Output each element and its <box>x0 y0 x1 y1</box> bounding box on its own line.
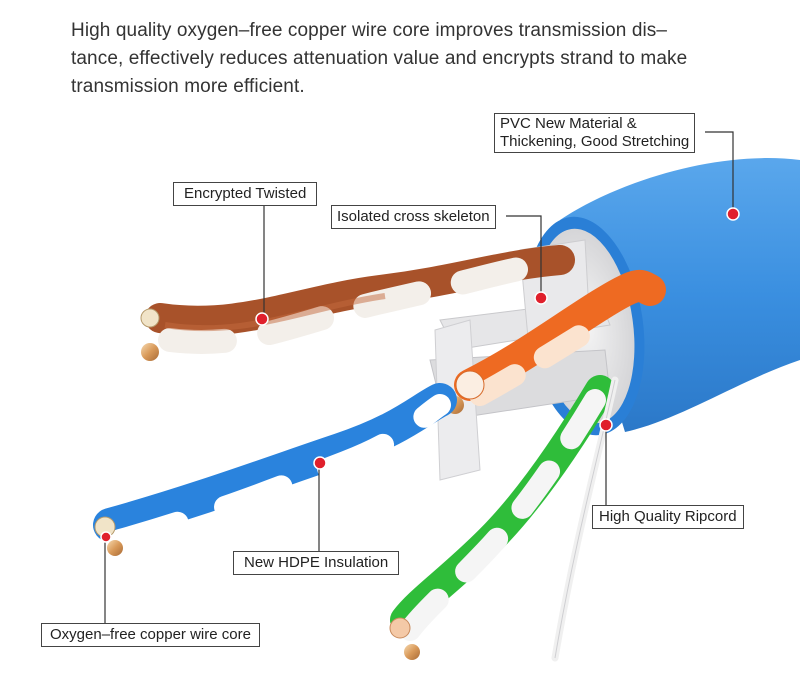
callout-pvc: PVC New Material & Thickening, Good Stre… <box>494 113 696 153</box>
green-twisted-pair <box>389 375 615 660</box>
blue-twisted-pair <box>93 383 457 556</box>
markers <box>100 207 740 543</box>
red-dot-marker-icon <box>100 531 112 543</box>
red-dot-marker-icon <box>599 418 613 432</box>
intro-line-1: High quality oxygen–free copper wire cor… <box>71 20 668 41</box>
callout-encrypted-twisted: Encrypted Twisted <box>173 182 318 206</box>
red-dot-marker-icon <box>726 207 740 221</box>
intro-text: High quality oxygen–free copper wire cor… <box>71 17 731 101</box>
callout-copper-core: Oxygen–free copper wire core <box>41 623 260 647</box>
ripcord-outline <box>554 379 616 659</box>
intro-line-2: tance, effectively reduces attenuation v… <box>71 48 688 69</box>
callout-isolated-skeleton: Isolated cross skeleton <box>331 205 496 229</box>
callout-pvc-line-1: PVC New Material & <box>500 115 637 132</box>
intro-line-3: transmission more efficient. <box>71 76 305 97</box>
callout-pvc-line-2: Thickening, Good Stretching <box>500 133 690 150</box>
callout-encrypted-label: Encrypted Twisted <box>184 185 307 202</box>
callout-hdpe-label: New HDPE Insulation <box>244 554 389 571</box>
callout-hdpe: New HDPE Insulation <box>233 551 400 575</box>
callout-ripcord-label: High Quality Ripcord <box>599 508 737 525</box>
red-dot-marker-icon <box>255 312 269 326</box>
brown-twisted-pair <box>140 245 575 361</box>
callout-copper-label: Oxygen–free copper wire core <box>50 626 251 643</box>
red-dot-marker-icon <box>313 456 327 470</box>
callout-skeleton-label: Isolated cross skeleton <box>337 208 490 225</box>
red-dot-marker-icon <box>534 291 548 305</box>
callout-ripcord: High Quality Ripcord <box>592 505 744 529</box>
